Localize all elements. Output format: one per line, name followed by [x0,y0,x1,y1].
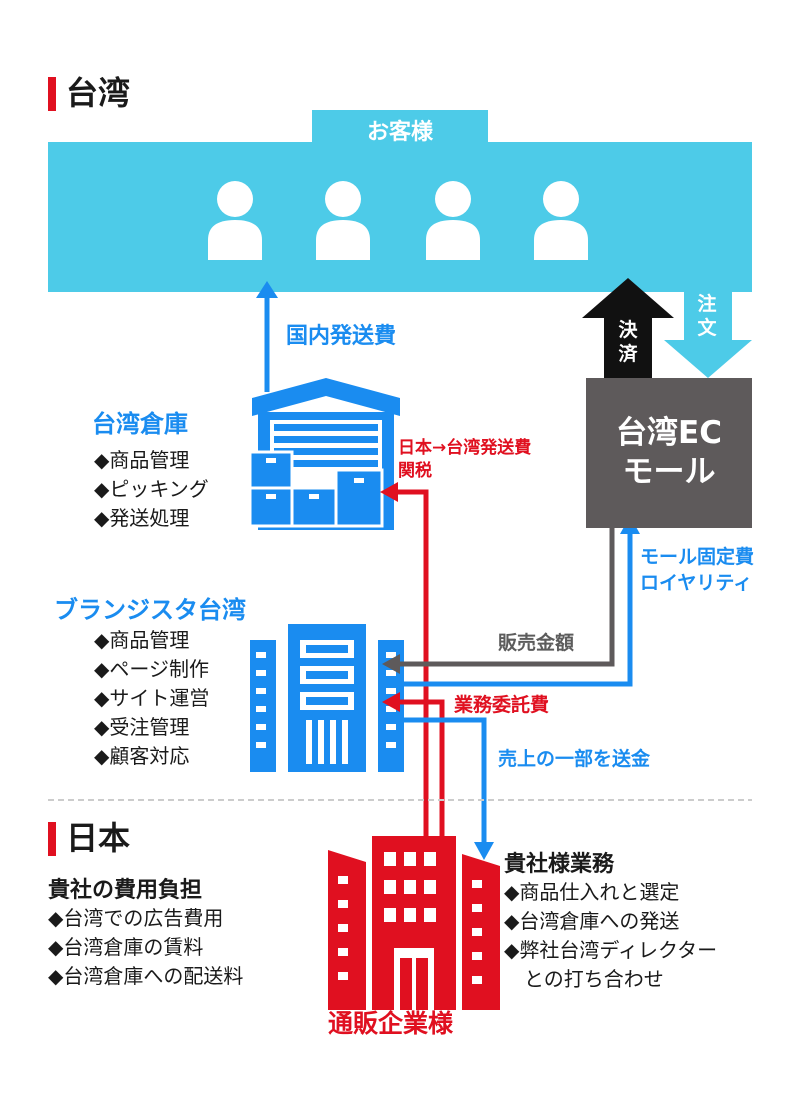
list-item: ◆発送処理 [94,506,190,530]
list-item: ◆商品仕入れと選定 [504,880,680,904]
list-item: ◆台湾倉庫への配送料 [48,964,244,988]
client-company-label: 通販企業様 [328,1009,454,1038]
order-arrow [664,292,752,378]
mall-fixed-fee-label: モール固定費 [640,546,755,568]
customer-icon [534,181,588,260]
sales-amount-arrow [382,528,615,674]
payment-label: 決済 [618,319,638,365]
list-item: ◆台湾での広告費用 [48,906,224,930]
warehouse-title: 台湾倉庫 [92,410,188,438]
mall-title-line1: 台湾EC [616,415,722,451]
taiwan-ec-mall-box: 台湾EC モール [586,378,752,528]
tariff-label: 関税 [398,461,432,481]
brangista-title: ブランジスタ台湾 [54,596,246,624]
list-item: ◆ピッキング [94,477,209,501]
list-item: ◆ページ制作 [94,657,209,681]
mall-fee-label: モール固定費 ロイヤリティ [640,544,754,596]
japan-section-title: 日本 [66,819,131,857]
list-item: ◆商品管理 [94,628,190,652]
list-item: との打ち合わせ [504,967,664,991]
japan-to-taiwan-shipping-label: 日本→台湾発送費 [398,438,532,458]
remit-sales-label: 売上の一部を送金 [498,748,651,770]
domestic-shipping-label: 国内発送費 [286,324,397,349]
customer-icon [208,181,262,260]
list-item: ◆弊社台湾ディレクター [504,938,718,962]
royalty-label: ロイヤリティ [640,572,753,594]
client-building-icon [328,836,500,1010]
list-item: ◆受注管理 [94,715,190,739]
list-item: ◆顧客対応 [94,744,190,768]
consignment-fee-label: 業務委託費 [454,694,550,716]
payment-arrow [582,278,674,378]
mall-title-line2: モール [622,454,716,490]
order-label: 注文 [697,293,717,339]
mall-fee-arrow [404,516,640,687]
brangista-building-icon [250,624,404,772]
consignment-fee-arrow [382,692,445,836]
customer-icon [426,181,480,260]
japan-to-taiwan-label: 日本→台湾発送費 関税 [398,437,531,483]
list-item: ◆サイト運営 [94,686,210,710]
client-tasks-title: 貴社様業務 [504,852,615,877]
taiwan-section-marker [48,77,56,111]
remit-sales-arrow [404,717,494,860]
brangista-task-list: ◆商品管理 ◆ページ制作 ◆サイト運営 ◆受注管理 ◆顧客対応 [94,626,209,771]
taiwan-section-title: 台湾 [66,74,131,112]
sales-amount-label: 販売金額 [498,632,575,654]
client-costs-title: 貴社の費用負担 [48,878,203,903]
domestic-shipping-arrow [256,281,278,392]
list-item: ◆台湾倉庫の賃料 [48,935,204,959]
japan-section-marker [48,822,56,856]
list-item: ◆台湾倉庫への発送 [504,909,680,933]
client-tasks-list: ◆商品仕入れと選定 ◆台湾倉庫への発送 ◆弊社台湾ディレクター との打ち合わせ [504,878,717,994]
customer-icon [316,181,370,260]
warehouse-task-list: ◆商品管理 ◆ピッキング ◆発送処理 [94,446,209,533]
list-item: ◆商品管理 [94,448,190,472]
warehouse-icon [248,378,400,530]
client-costs-list: ◆台湾での広告費用 ◆台湾倉庫の賃料 ◆台湾倉庫への配送料 [48,904,243,991]
customers-box [48,142,752,292]
